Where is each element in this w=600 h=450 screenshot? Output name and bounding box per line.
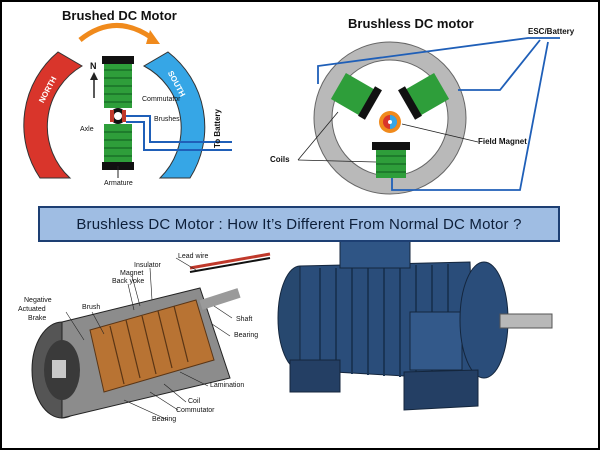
lamination-label: Lamination [210,382,245,389]
negative-label: Negative [24,297,52,304]
rotation-arrow [78,23,154,42]
armature-coil-bottom [104,124,132,164]
lead-wire-label: Lead wire [178,253,209,260]
back-yoke-label: Back yoke [112,278,145,285]
commutator-cutaway-label: Commutator [176,407,215,414]
brushed-title: Brushed DC Motor [62,8,177,23]
motor-shaft [499,313,553,329]
esc-wire-3 [391,41,549,191]
title-banner: Brushless DC Motor : How It’s Different … [38,206,560,242]
commutator-label: Commutator [142,96,181,103]
battery-wire-top [126,115,232,143]
esc-battery-label: ESC/Battery [528,27,575,36]
shaft [199,288,241,310]
armature-cap-top [102,56,134,64]
brush-left [110,110,114,122]
brushes-label: Brushes [154,116,180,123]
shaft-label: Shaft [236,316,253,323]
coils-label: Coils [270,155,290,164]
motor-lifting-lug [339,239,411,269]
armature-coil-top [104,62,132,108]
brush-label: Brush [82,304,101,311]
lead-wire [189,252,271,270]
magnet-label: Magnet [120,270,144,277]
coil-left [330,73,382,120]
coil-label: Coil [188,398,201,405]
n-arrowhead [90,72,98,80]
axle-label: Axle [80,126,94,133]
terminal-box [409,311,463,371]
brake-label: Brake [28,315,47,322]
north-magnet [23,51,83,179]
to-battery-label: To Battery [213,109,222,148]
actuated-label: Actuated [18,306,46,313]
rotation-arrowhead [146,30,160,44]
field-magnet-label: Field Magnet [478,137,527,146]
n-mark: N [90,61,97,71]
coil-bottom [372,142,410,178]
bearing-bottom-label: Bearing [152,416,177,423]
battery-wire-bottom [126,121,232,151]
armature-label: Armature [104,180,133,187]
esc-wire-1 [317,37,560,84]
cutaway-motor [31,252,271,419]
esc-wire-2 [458,39,541,91]
motor-foot [403,369,479,411]
industrial-motor-photo [277,239,553,411]
insulator-label: Insulator [134,262,161,269]
coil-right [398,73,450,120]
banner-text: Brushless DC Motor : How It’s Different … [76,215,522,233]
brush-right [122,110,126,122]
brushless-title: Brushless DC motor [348,16,474,31]
copper-winding [89,299,215,393]
bearing-top-label: Bearing [234,332,259,339]
south-magnet [142,51,206,179]
